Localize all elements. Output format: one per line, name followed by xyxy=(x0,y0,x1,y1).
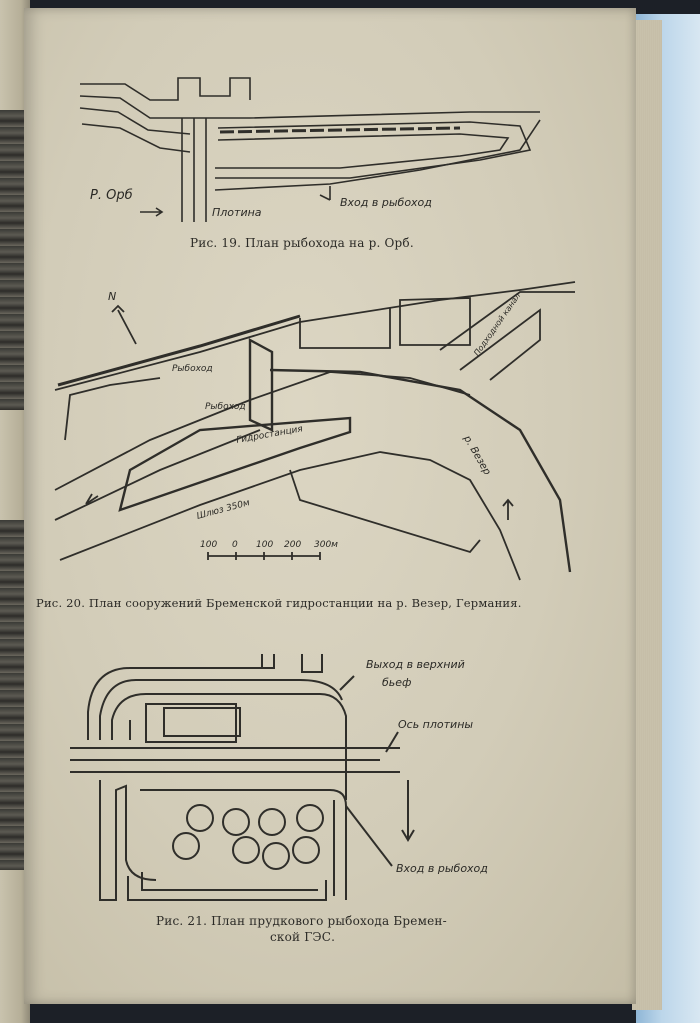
fig20-scale-tick-4: 200 xyxy=(284,540,302,550)
fig19-left-bank xyxy=(81,123,191,153)
fig19-caption: Рис. 19. План рыбохода на р. Орб. xyxy=(190,236,414,250)
fig21-caption-line2: ской ГЭС. xyxy=(270,930,336,944)
fig21-pond-5 xyxy=(172,832,200,860)
photo-strip-1 xyxy=(0,110,24,410)
fig21-pond-8 xyxy=(292,836,320,864)
fig20-caption: Рис. 20. План сооружений Бременской гидр… xyxy=(36,596,522,610)
fig21-dam-axis-label: Ось плотины xyxy=(398,718,474,731)
fig21-building xyxy=(129,703,241,743)
fig21-dam-axis-lines xyxy=(70,747,400,773)
fig20-lock xyxy=(118,416,352,512)
fig21-left-walls xyxy=(99,780,157,901)
photo-strip-2 xyxy=(0,520,24,870)
fig20-north-bank-road xyxy=(57,314,301,387)
fig21-entrance-pointer xyxy=(345,805,393,867)
fig20-canal xyxy=(439,291,575,381)
fig19-lower-bank xyxy=(214,119,541,191)
fig19-dam xyxy=(181,118,207,222)
fig21-entrance-label: Вход в рыбоход xyxy=(396,862,488,875)
fig20-south-bank xyxy=(59,451,521,581)
fig20-flow-arrow-right xyxy=(502,498,514,520)
fig21-exit-pointer xyxy=(339,675,355,691)
fig19-fishway-steps xyxy=(219,126,461,134)
fig19-upper-bank xyxy=(79,95,540,119)
fig19-dam-label: Плотина xyxy=(212,206,262,219)
fig19-fishway-outer xyxy=(215,121,532,179)
fig19-entrance-pointer xyxy=(319,186,331,201)
fig20-scale-tick-1: 100 xyxy=(200,540,218,550)
fig21-upper-fishway xyxy=(87,667,343,740)
fig20-north-arrow xyxy=(111,304,137,345)
fig21-pond-7 xyxy=(262,842,290,870)
fig19-building-outline xyxy=(80,77,251,101)
fig21-flow-arrow xyxy=(401,780,415,842)
fig20-buildings xyxy=(299,297,471,349)
fig21-exit-walls xyxy=(261,654,323,673)
fig20-scale-bar xyxy=(207,552,321,560)
fig21-exit-label: Выход в верхний xyxy=(366,658,465,671)
fig20-scale-tick-2: 0 xyxy=(232,540,238,550)
fig20-scale-tick-3: 100 xyxy=(256,540,274,550)
fig19-upper-bank-inner xyxy=(79,107,191,135)
fig20-north-bank xyxy=(54,281,576,391)
fig20-upper-channel xyxy=(54,371,471,491)
fig20-mid-channel xyxy=(54,429,261,521)
fig20-scale-tick-5: 300м xyxy=(314,540,338,550)
fig21-pond-6 xyxy=(232,836,260,864)
fig19-fishway-inner xyxy=(215,133,510,169)
fig21-axis-pointer xyxy=(385,731,399,753)
fig21-right-walls xyxy=(140,789,347,900)
fig19-river-label: Р. Орб xyxy=(90,188,133,203)
fig20-north-label: N xyxy=(108,290,117,303)
fig20-river-east xyxy=(269,368,572,573)
fig20-island xyxy=(289,469,481,554)
fig21-bottom-walls xyxy=(127,872,327,901)
fig20-fishway1-label: Рыбоход xyxy=(172,364,213,374)
page-stack xyxy=(632,20,662,1010)
fig21-caption-line1: Рис. 21. План прудкового рыбохода Бремен… xyxy=(156,914,447,928)
fig19-flow-arrow xyxy=(140,207,164,217)
fig21-exit-label-2: бьеф xyxy=(382,676,412,689)
fig20-powerhouse xyxy=(248,337,274,432)
fig20-fishway2-label: Рыбоход xyxy=(205,402,246,412)
fig21-pond-2 xyxy=(222,808,250,836)
fig20-flow-arrow-left xyxy=(85,493,99,505)
fig19-entrance-label: Вход в рыбоход xyxy=(340,196,432,209)
fig21-pond-4 xyxy=(296,804,324,832)
fig21-pond-3 xyxy=(258,808,286,836)
fig21-inner-fishway xyxy=(111,693,347,800)
fig20-left-shore xyxy=(64,377,161,441)
fig21-pond-1 xyxy=(186,804,214,832)
